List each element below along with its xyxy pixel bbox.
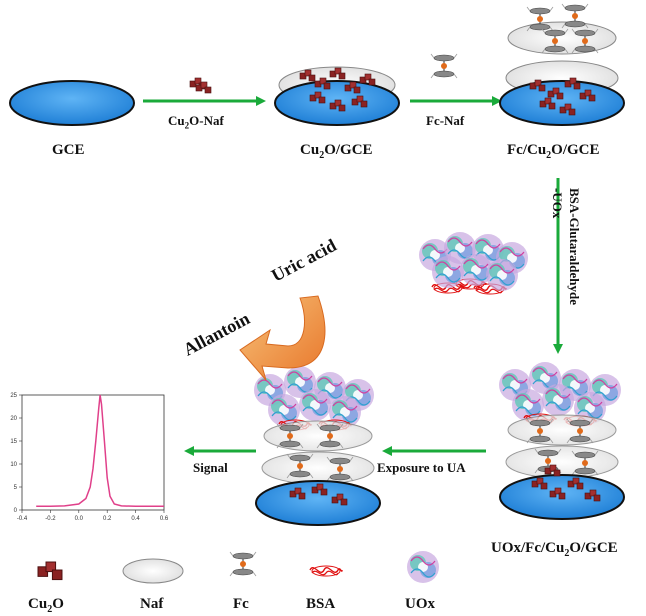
fc-reagent-icon [430, 53, 458, 79]
chart-frame [21, 394, 165, 511]
label-arrow-step2: Fc-Naf [426, 113, 465, 128]
chart-y-tick-label: 0 [14, 508, 18, 514]
legend-bsa-icon [309, 565, 343, 577]
ua-exposed-electrode [253, 365, 381, 526]
chart-y-tick-label: 25 [10, 393, 17, 399]
label-arrow-step3-line2: -UOx [550, 188, 565, 219]
legend-label-bsa: BSA [306, 596, 336, 612]
label-arrow-step4: Exposure to UA [377, 460, 466, 475]
fc-cu2o-gce-electrode [499, 3, 625, 126]
label-arrow-step5: Signal [193, 460, 228, 475]
chart-x-tick-label: 0.2 [103, 516, 112, 522]
chart-x-tick-label: 0.6 [160, 516, 169, 522]
chart-x-tick-label: -0.2 [45, 516, 56, 522]
label-arrow-step3-line1: BSA-Glutaraldehyde [567, 188, 582, 306]
label-uox-fc-cu2o-gce: UOx/Fc/Cu2O/GCE [491, 540, 618, 559]
legend-fc-icon [229, 551, 257, 577]
legend-label-fc: Fc [233, 596, 249, 612]
uox-bsa-reagent [418, 231, 529, 295]
label-gce: GCE [52, 142, 85, 158]
chart-x-tick-label: -0.4 [17, 516, 28, 522]
legend-label-naf: Naf [140, 596, 164, 612]
legend-label-uox: UOx [405, 596, 435, 612]
chart-y-tick-label: 10 [10, 462, 17, 468]
reaction-arrow [239, 295, 326, 381]
gce-electrode [9, 80, 135, 126]
legend-label-cu2o: Cu2O [28, 596, 64, 615]
label-cu2o-gce: Cu2O/GCE [300, 142, 373, 161]
chart-y-tick-label: 5 [14, 485, 18, 491]
label-arrow-step1: Cu2O-Naf [168, 113, 224, 131]
legend-naf-icon [122, 558, 184, 584]
chart-x-tick-label: 0.0 [75, 516, 84, 522]
label-fc-cu2o-gce: Fc/Cu2O/GCE [507, 142, 600, 161]
chart-y-tick-label: 15 [10, 439, 17, 445]
chart-series-line [36, 394, 164, 508]
chart-x-tick-label: 0.4 [131, 516, 140, 522]
cu2o-reagent-icon [189, 77, 212, 94]
legend-uox-icon [406, 550, 440, 584]
cu2o-gce-electrode [274, 66, 400, 126]
uox-fc-cu2o-gce-electrode [498, 361, 625, 520]
legend-cu2o-icon [37, 561, 63, 581]
signal-chart: -0.4 -0.2 0.0 0.2 0.4 0.6 0 5 10 15 20 25 [10, 393, 169, 522]
chart-y-tick-label: 20 [10, 416, 17, 422]
